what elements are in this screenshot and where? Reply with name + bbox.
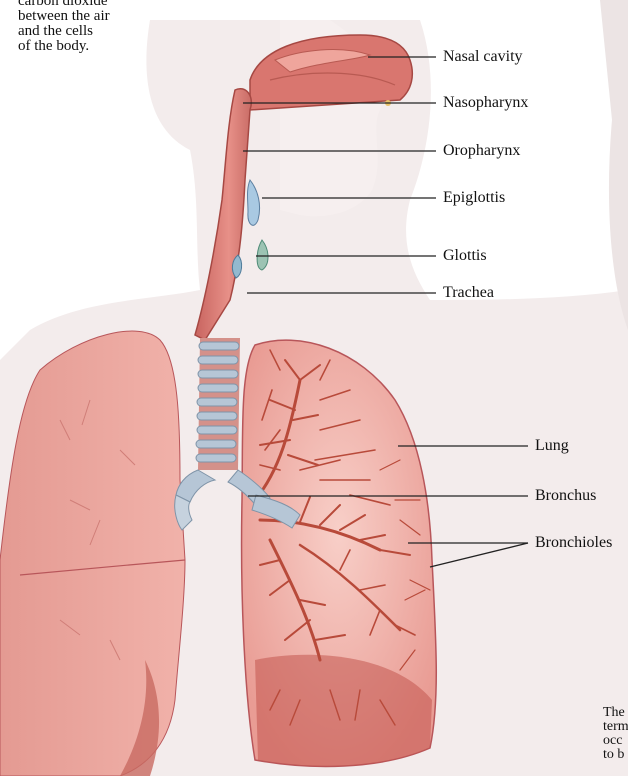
- label-trachea: Trachea: [443, 284, 494, 302]
- label-nasopharynx: Nasopharynx: [443, 94, 528, 112]
- left-lung: [0, 331, 185, 776]
- cut-off-body-text: The term occ to b: [603, 706, 628, 762]
- intro-caption: carbon dioxide between the air and the c…: [18, 0, 110, 54]
- caption-line: between the air: [18, 9, 110, 24]
- caption-line: and the cells: [18, 24, 110, 39]
- corner-text-line: to b: [603, 748, 628, 762]
- label-glottis: Glottis: [443, 247, 487, 265]
- label-epiglottis: Epiglottis: [443, 189, 505, 207]
- caption-line: of the body.: [18, 39, 110, 54]
- label-oropharynx: Oropharynx: [443, 142, 520, 160]
- label-lung: Lung: [535, 437, 569, 455]
- corner-text-line: occ: [603, 734, 628, 748]
- corner-text-line: The: [603, 706, 628, 720]
- corner-text-line: term: [603, 720, 628, 734]
- label-nasal-cavity: Nasal cavity: [443, 48, 523, 66]
- label-bronchioles: Bronchioles: [535, 534, 612, 552]
- label-bronchus: Bronchus: [535, 487, 596, 505]
